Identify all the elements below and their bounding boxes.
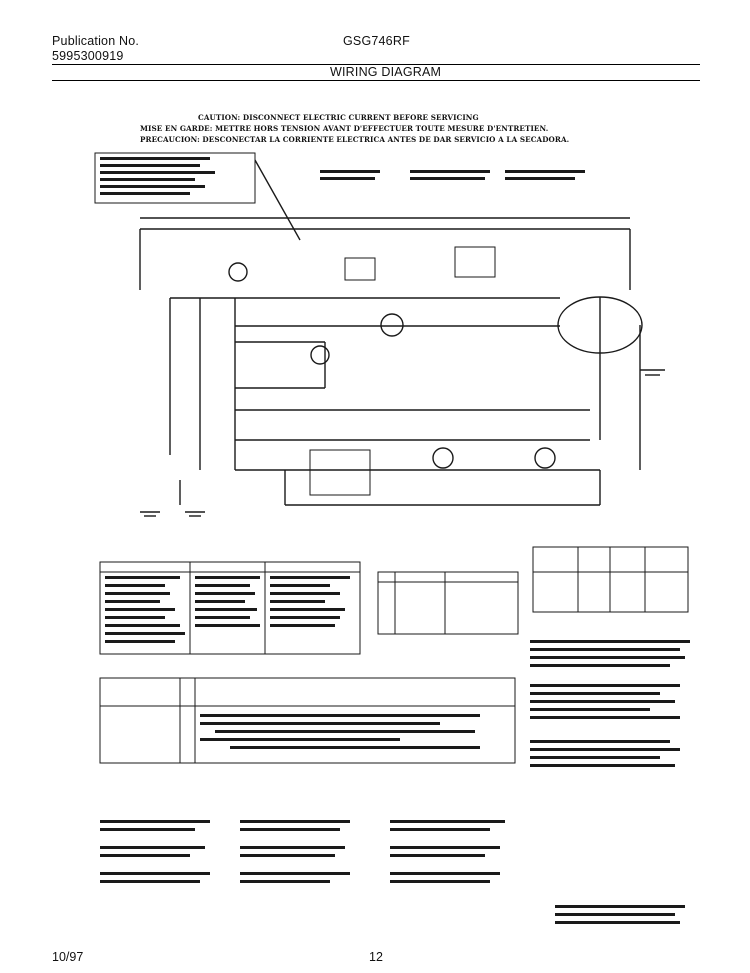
publication-number: 5995300919 [52, 49, 124, 63]
cycling-thermostat-symbol [432, 447, 454, 469]
schematic-note-box [94, 152, 256, 204]
header-divider-top [52, 64, 700, 65]
buzzer-box [309, 449, 371, 496]
symbols-legend-table [99, 561, 361, 655]
publication-date: 10/97 [52, 950, 84, 964]
page-number: 12 [369, 950, 383, 964]
push-to-start-box [454, 246, 496, 278]
door-switch-box [344, 257, 376, 281]
high-limit-thermostat-symbol [534, 447, 556, 469]
caution-french: MISE EN GARDE: METTRE HORS TENSION AVANT… [140, 124, 549, 133]
timer-sequence-chart [99, 677, 516, 764]
caution-english: CAUTION: DISCONNECT ELECTRIC CURRENT BEF… [198, 113, 479, 122]
caution-spanish: PRECAUCION: DESCONECTAR LA CORRIENTE ELE… [140, 135, 570, 144]
publication-label: Publication No. [52, 34, 140, 48]
drum-lamp-symbol [228, 262, 248, 282]
wire-spec-table [377, 571, 519, 635]
timer-motor-symbol [310, 345, 330, 365]
fan-motor-symbol [380, 313, 404, 337]
diagram-title: WIRING DIAGRAM [330, 65, 442, 79]
header-divider-bottom [52, 80, 700, 81]
model-number: GSG746RF [343, 34, 410, 48]
